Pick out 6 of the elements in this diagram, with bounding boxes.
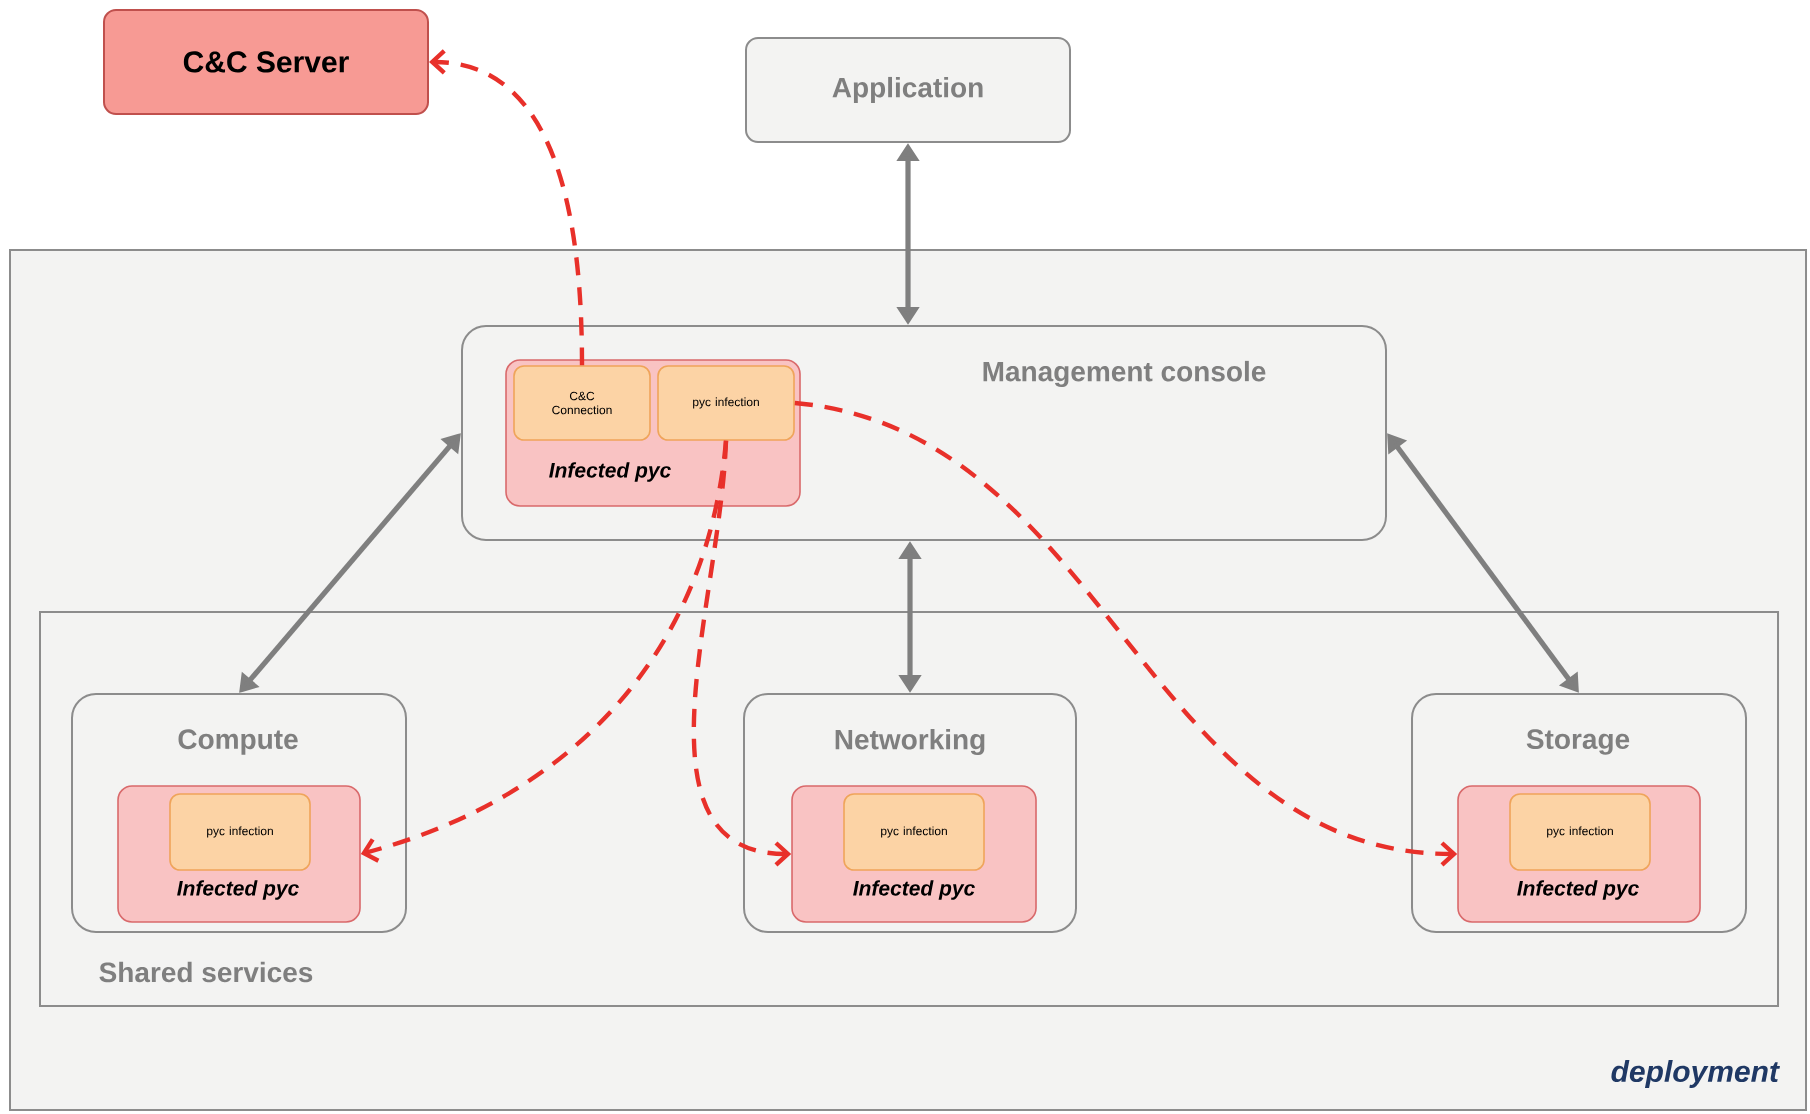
- arrow: [429, 49, 585, 366]
- arrow: [692, 440, 792, 867]
- arrow: [794, 400, 1458, 867]
- application-box: Application: [745, 37, 1071, 143]
- arrow: [360, 440, 729, 863]
- server-box: C&C Server: [103, 9, 429, 115]
